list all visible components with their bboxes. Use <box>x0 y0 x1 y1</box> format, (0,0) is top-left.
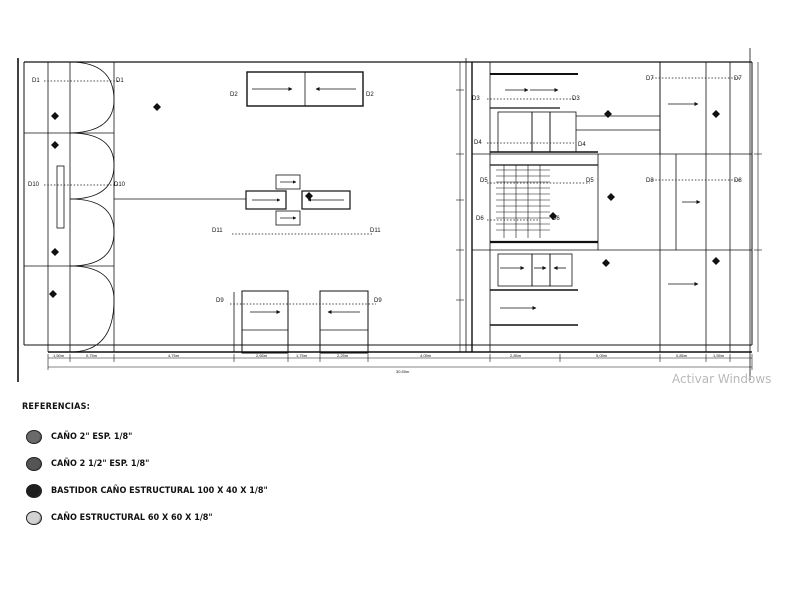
column-markers <box>49 103 720 298</box>
left-arch-bays <box>24 61 115 353</box>
node-label: D11 <box>370 228 381 234</box>
total-dimension-label: 30,50m <box>396 369 410 374</box>
legend: REFERENCIAS: CAÑO 2" ESP. 1/8" CAÑO 2 1/… <box>22 402 422 536</box>
dimension-label: 2,25m <box>337 353 349 358</box>
node-label: D1 <box>116 78 124 84</box>
node-label: D7 <box>646 76 654 82</box>
node-label: D2 <box>366 92 374 98</box>
node-label: D4 <box>578 142 586 148</box>
legend-swatch <box>26 483 42 498</box>
central-fixtures <box>114 71 369 354</box>
outer-walls <box>17 48 753 382</box>
node-label: D6 <box>476 216 484 222</box>
dimension-label: 1,55m <box>713 353 725 358</box>
legend-title: REFERENCIAS: <box>22 402 91 412</box>
legend-item: CAÑO ESTRUCTURAL 60 X 60 X 1/8" <box>22 509 422 526</box>
node-label: D5 <box>586 178 594 184</box>
side-dimension-ticks <box>456 62 762 352</box>
node-label: D11 <box>212 228 223 234</box>
legend-item: CAÑO 2" ESP. 1/8" <box>22 428 422 445</box>
dimension-label: 5,05m <box>596 353 608 358</box>
legend-swatch <box>26 510 42 525</box>
legend-item: BASTIDOR CAÑO ESTRUCTURAL 100 X 40 X 1/8… <box>22 482 422 499</box>
node-label: D7 <box>734 76 742 82</box>
floor-plan: D1 D1 D2 D2 D10 D10 D11 D11 D9 D9 D3 D3 … <box>17 48 762 382</box>
dimension-label: 0,75m <box>86 353 98 358</box>
activation-watermark: Activar Windows <box>672 372 772 386</box>
node-label: D3 <box>472 96 480 102</box>
dimension-label: 1,75m <box>296 353 308 358</box>
dimension-label: 2,85m <box>510 353 522 358</box>
node-label: D2 <box>230 92 238 98</box>
dimension-label: 4,75m <box>168 353 180 358</box>
dimension-label: 0,85m <box>676 353 688 358</box>
node-label: D10 <box>28 182 40 188</box>
node-label: D4 <box>474 140 482 146</box>
node-label: D3 <box>572 96 580 102</box>
node-label: D8 <box>734 178 742 184</box>
dimension-label: 2,65m <box>256 353 268 358</box>
dimension-chain: 1,50m 0,75m 4,75m 2,65m 1,75m 2,25m 4,05… <box>47 353 753 374</box>
node-label: D9 <box>216 298 224 304</box>
legend-label: CAÑO 2 1/2" ESP. 1/8" <box>51 458 150 469</box>
legend-label: CAÑO ESTRUCTURAL 60 X 60 X 1/8" <box>51 512 213 523</box>
node-label: D9 <box>374 298 382 304</box>
legend-item: CAÑO 2 1/2" ESP. 1/8" <box>22 455 422 472</box>
node-label: D1 <box>32 78 40 84</box>
right-block-walls <box>465 58 752 352</box>
node-label: D6 <box>552 216 560 222</box>
dimension-label: 1,50m <box>53 353 65 358</box>
legend-label: CAÑO 2" ESP. 1/8" <box>51 431 133 442</box>
node-label: D5 <box>480 178 488 184</box>
node-label: D8 <box>646 178 654 184</box>
stair <box>496 165 550 238</box>
node-labels: D1 D1 D2 D2 D10 D10 D11 D11 D9 D9 D3 D3 … <box>28 76 742 304</box>
legend-label: BASTIDOR CAÑO ESTRUCTURAL 100 X 40 X 1/8… <box>51 485 268 496</box>
node-label: D10 <box>114 182 126 188</box>
legend-swatch <box>26 429 42 444</box>
pipe-runs <box>44 77 740 305</box>
dimension-label: 4,05m <box>420 353 432 358</box>
legend-swatch <box>26 456 42 471</box>
